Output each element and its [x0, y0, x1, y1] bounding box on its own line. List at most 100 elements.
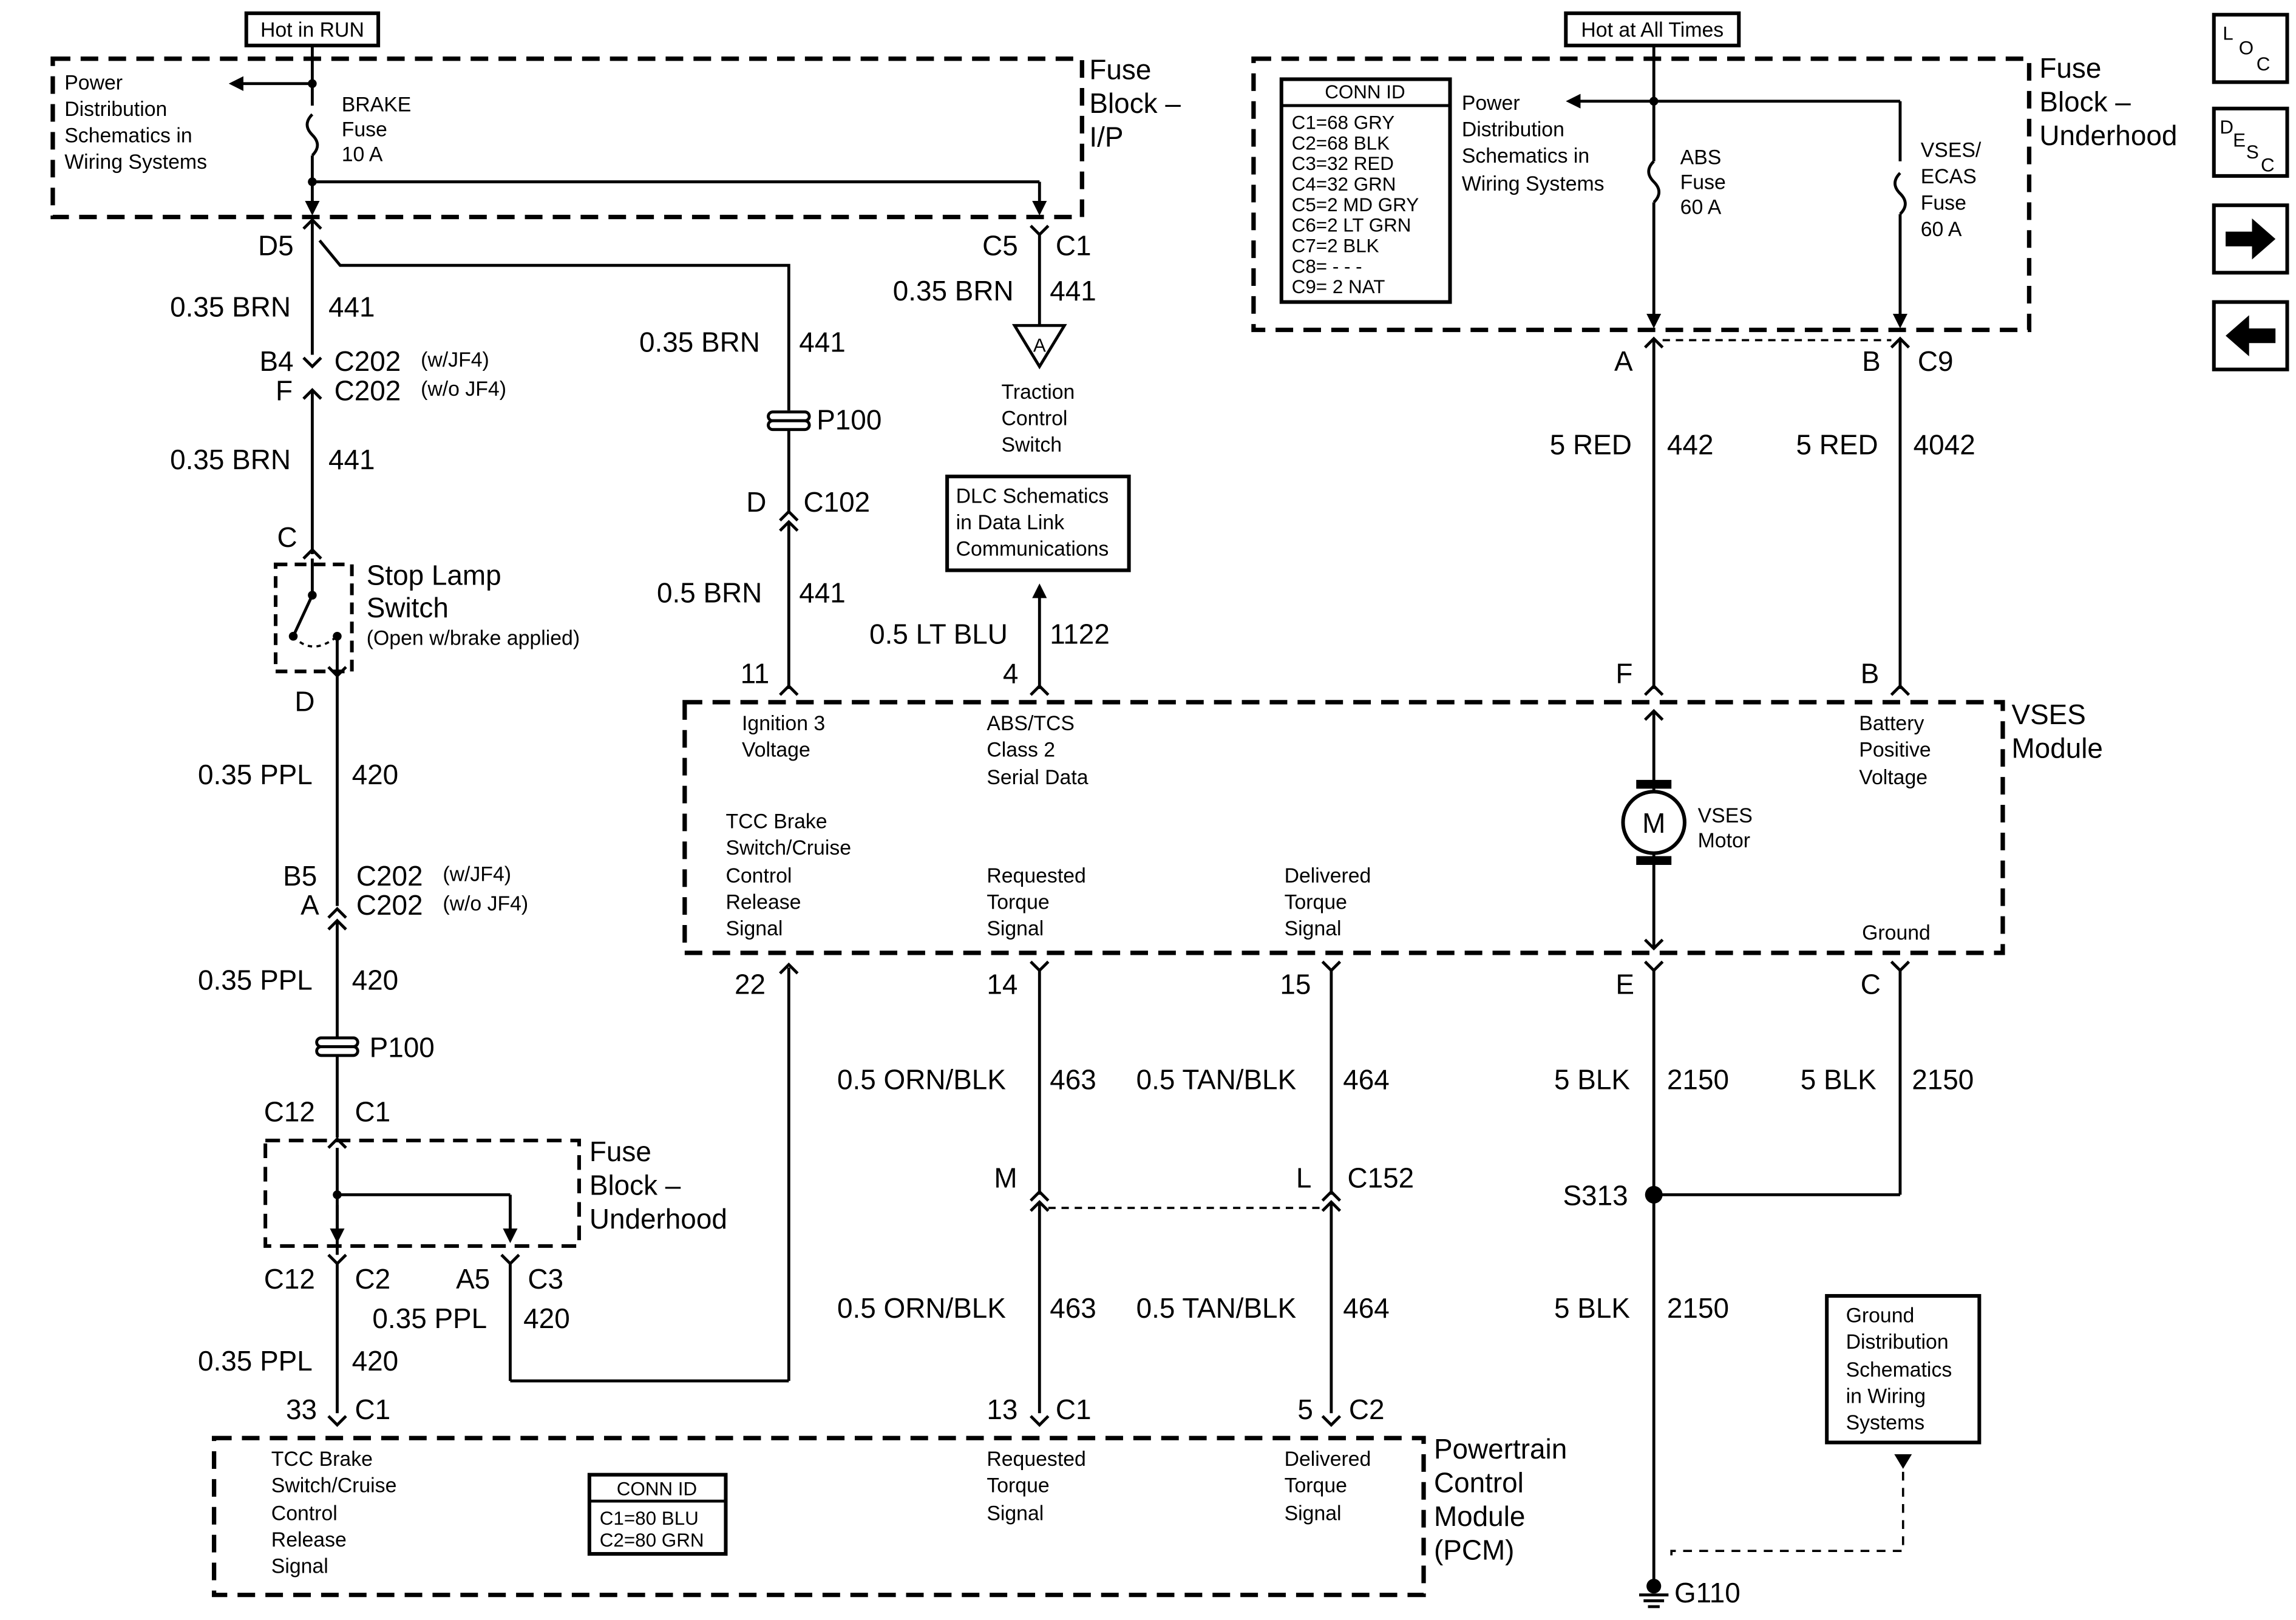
pcm-title-1: Powertrain	[1434, 1433, 1567, 1465]
dlc-ref-2[interactable]: in Data Link	[956, 511, 1065, 534]
d5-label: D5	[258, 229, 294, 261]
wire-size: 5 BLK	[1554, 1063, 1630, 1095]
wire-size: 0.35 BRN	[170, 444, 291, 475]
circuit-number: 1122	[1050, 618, 1110, 649]
battery-label-1: Battery	[1859, 712, 1924, 735]
pcm-requested-3: Signal	[987, 1502, 1044, 1525]
pin-label: L	[1296, 1162, 1312, 1193]
desc-c-glyph: C	[2261, 155, 2275, 176]
pin-label: B5	[283, 860, 317, 892]
option-note: (w/o JF4)	[443, 892, 528, 915]
requested-torque-3: Signal	[987, 917, 1044, 940]
arrow-left-icon	[2226, 315, 2276, 356]
next-page-button[interactable]	[2212, 203, 2289, 275]
connector-label: C1	[1056, 229, 1092, 261]
circuit-number: 441	[328, 291, 375, 323]
pin-label: C12	[264, 1263, 315, 1295]
power-dist-text-4: Wiring Systems	[64, 151, 207, 174]
conn-id-title-pcm: CONN ID	[617, 1478, 697, 1499]
pin-label: B4	[259, 345, 293, 377]
fuse-block-underhood-title-2: Block –	[2039, 86, 2131, 118]
wire-size: 5 RED	[1550, 429, 1632, 461]
hot-all-times-label: Hot at All Times	[1581, 18, 1724, 41]
fuse-block-underhood-title-1: Fuse	[2039, 52, 2101, 84]
conn-id-title-top: CONN ID	[1325, 81, 1405, 103]
circuit-number: 441	[799, 577, 846, 609]
stop-lamp-note: (Open w/brake applied)	[367, 627, 580, 650]
pin-label: A	[1614, 345, 1633, 377]
pin-label: M	[994, 1162, 1017, 1193]
wire-size: 0.35 BRN	[639, 327, 760, 358]
circuit-number: 420	[352, 1345, 399, 1377]
abs-tcs-label-1: ABS/TCS	[987, 712, 1075, 735]
location-view-button[interactable]: L O C	[2212, 13, 2289, 84]
pin-label: B	[1862, 345, 1881, 377]
pcm-tcc-4: Release	[271, 1528, 347, 1551]
pcm-delivered-3: Signal	[1285, 1502, 1342, 1525]
connector-label: C2	[355, 1263, 390, 1295]
connector-label: C1	[355, 1096, 390, 1128]
pin-label: D	[746, 486, 766, 518]
description-view-button[interactable]: D E S C	[2212, 106, 2289, 178]
wire-size: 5 RED	[1796, 429, 1878, 461]
wire-size: 5 BLK	[1801, 1063, 1877, 1095]
abs-tcs-label-2: Class 2	[987, 738, 1055, 761]
vses-module-title-1: VSES	[2011, 699, 2085, 730]
ground-dist-ref-1[interactable]: Ground	[1846, 1304, 1915, 1327]
pin-label: E	[1615, 969, 1634, 1000]
pin-label: 22	[735, 969, 766, 1000]
stop-lamp-title-2: Switch	[367, 592, 449, 623]
ground-dist-ref-5[interactable]: Systems	[1846, 1411, 1925, 1434]
pin-label: A	[301, 889, 319, 921]
pin-label: 5	[1297, 1394, 1313, 1425]
pin-label: D	[294, 685, 314, 717]
fuse-block-ip-title-1: Fuse	[1089, 54, 1151, 86]
fuse-block-ip-title-3: I/P	[1089, 121, 1123, 153]
tcc-label-3: Control	[725, 864, 792, 887]
tcc-label-2: Switch/Cruise	[725, 836, 851, 859]
wire-size: 0.35 PPL	[372, 1303, 487, 1334]
pin-label: 15	[1280, 969, 1311, 1000]
circuit-number: 2150	[1667, 1292, 1729, 1324]
loc-c-glyph: C	[2257, 53, 2271, 75]
ground-dist-ref-3[interactable]: Schematics	[1846, 1358, 1952, 1381]
pin-label: 4	[1003, 658, 1019, 690]
power-dist-text-3: Schematics in	[64, 124, 192, 147]
wire-size: 5 BLK	[1554, 1292, 1630, 1324]
stop-lamp-title-1: Stop Lamp	[367, 560, 501, 591]
vses-motor-label-1: VSES	[1698, 804, 1753, 827]
pcm-tcc-2: Switch/Cruise	[271, 1474, 397, 1497]
vses-module: M VSES Module Ignition 3 Voltage ABS/TCS…	[682, 699, 2103, 955]
abs-fuse-text-1: ABS	[1680, 146, 1722, 169]
pcm-tcc-3: Control	[271, 1502, 338, 1525]
vses-fuse-text-4: 60 A	[1921, 218, 1962, 241]
pcm-title-2: Control	[1434, 1467, 1524, 1499]
wire-size: 0.35 PPL	[198, 964, 313, 995]
desc-s-glyph: S	[2246, 141, 2259, 163]
arrow-right-icon	[2226, 218, 2276, 260]
nav-buttons: L O C D E S C	[2212, 13, 2289, 371]
vses-motor-label-2: Motor	[1698, 829, 1750, 852]
ground-dist-ref-2[interactable]: Distribution	[1846, 1330, 1949, 1354]
traction-control-switch-2: Control	[1001, 407, 1067, 430]
bottom-wire-path: 22 14 15 0.5 ORN/BLK 463 0.5 TAN/BLK 464…	[735, 960, 1414, 1427]
previous-page-button[interactable]	[2212, 300, 2289, 371]
pcm-delivered-1: Delivered	[1285, 1448, 1371, 1471]
pin-label: C5	[982, 229, 1018, 261]
pin-label: 13	[987, 1394, 1017, 1425]
power-dist-text-3: Schematics in	[1462, 144, 1589, 168]
fuse-block-underhood-lower-1: Fuse	[589, 1136, 651, 1167]
option-note: (w/JF4)	[421, 348, 489, 371]
desc-e-glyph: E	[2233, 130, 2246, 151]
vses-module-title-2: Module	[2011, 733, 2102, 764]
dlc-ref-1[interactable]: DLC Schematics	[956, 484, 1109, 507]
traction-control-switch-1: Traction	[1001, 381, 1075, 404]
ground-dist-ref-4[interactable]: in Wiring	[1846, 1384, 1926, 1408]
wire-size: 0.5 TAN/BLK	[1136, 1063, 1297, 1095]
pin-label: 11	[741, 658, 770, 690]
wire-size: 0.5 ORN/BLK	[837, 1292, 1006, 1324]
splice-pack-label: P100	[817, 404, 881, 436]
dlc-ref-3[interactable]: Communications	[956, 537, 1109, 560]
conn-row: C9= 2 NAT	[1292, 276, 1385, 297]
